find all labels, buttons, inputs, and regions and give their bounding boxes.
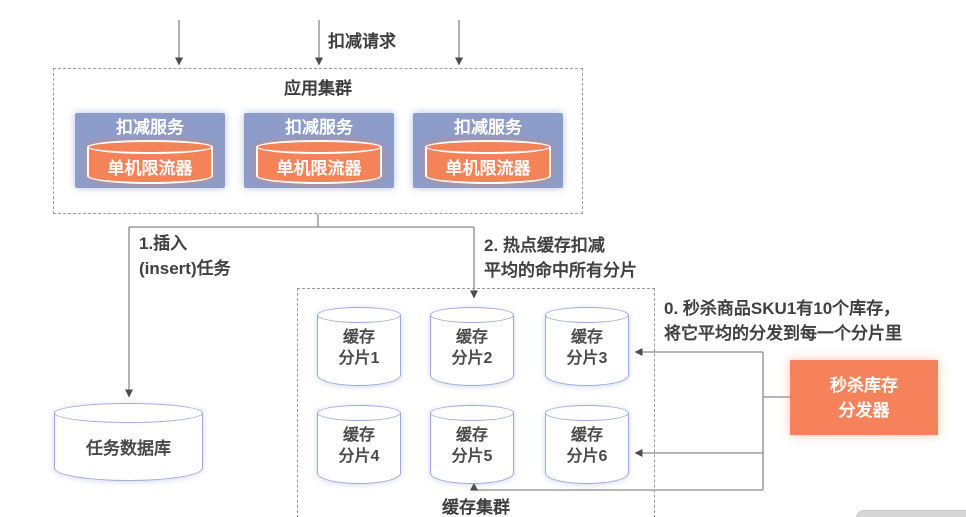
cache-shard-5: 缓存 分片5: [430, 405, 514, 484]
deduction-service-label: 扣减服务: [285, 118, 353, 137]
rate-limiter-label: 单机限流器: [445, 159, 531, 178]
cache-cluster-title: 缓存集群: [442, 498, 510, 517]
hot-cache-label: 2. 热点缓存扣减 平均的命中所有分片: [484, 236, 637, 280]
scrollbar-thumb[interactable]: [856, 510, 966, 517]
cylinder-body: [430, 315, 514, 386]
cylinder-body: [430, 413, 514, 484]
deduction-service-box-3: 扣减服务 单机限流器: [413, 113, 563, 188]
cylinder-body: [545, 315, 629, 386]
app-cluster-box: 应用集群: [53, 68, 583, 214]
cache-shard-label: 缓存 分片3: [566, 329, 608, 367]
cache-cluster-box: [297, 288, 655, 517]
app-cluster-title: 应用集群: [284, 79, 352, 98]
deduction-service-box-1: 扣减服务 单机限流器: [75, 113, 225, 188]
cylinder-body: [317, 413, 401, 484]
cylinder-top-ellipse: [545, 405, 629, 421]
cylinder-top-ellipse: [317, 405, 401, 421]
cache-shard-3: 缓存 分片3: [545, 307, 629, 386]
cylinder-top-ellipse: [87, 140, 213, 154]
cache-shard-label: 缓存 分片6: [566, 427, 608, 465]
cylinder-top-ellipse: [430, 307, 514, 323]
cylinder-body: [87, 147, 213, 184]
cylinder-body: [317, 315, 401, 386]
rate-limiter-label: 单机限流器: [107, 159, 193, 178]
rate-limiter-cylinder: 单机限流器: [87, 140, 213, 184]
cache-shard-label: 缓存 分片1: [338, 329, 380, 367]
cache-shard-label: 缓存 分片5: [451, 427, 493, 465]
cylinder-body: [54, 413, 203, 481]
cache-shard-6: 缓存 分片6: [545, 405, 629, 484]
cylinder-top-ellipse: [317, 307, 401, 323]
cache-shard-label: 缓存 分片4: [338, 427, 380, 465]
cache-shard-2: 缓存 分片2: [430, 307, 514, 386]
rate-limiter-label: 单机限流器: [276, 159, 362, 178]
request-label: 扣减请求: [328, 32, 396, 51]
deduction-service-box-2: 扣减服务 单机限流器: [244, 113, 394, 188]
cylinder-top-ellipse: [256, 140, 382, 154]
cylinder-top-ellipse: [425, 140, 551, 154]
deduction-service-label: 扣减服务: [116, 118, 184, 137]
cylinder-body: [545, 413, 629, 484]
inventory-distributor-label: 秒杀库存 分发器: [830, 375, 898, 420]
cache-shard-4: 缓存 分片4: [317, 405, 401, 484]
deduction-service-label: 扣减服务: [454, 118, 522, 137]
cylinder-top-ellipse: [54, 403, 203, 423]
rate-limiter-cylinder: 单机限流器: [256, 140, 382, 184]
distribute-note-label: 0. 秒杀商品SKU1有10个库存， 将它平均的分发到每一个分片里: [664, 299, 902, 343]
rate-limiter-cylinder: 单机限流器: [425, 140, 551, 184]
inventory-distributor-box: 秒杀库存 分发器: [790, 360, 938, 435]
task-database-label: 任务数据库: [86, 439, 171, 458]
cylinder-top-ellipse: [430, 405, 514, 421]
cache-shard-label: 缓存 分片2: [451, 329, 493, 367]
task-database-cylinder: 任务数据库: [54, 403, 203, 481]
cylinder-top-ellipse: [545, 307, 629, 323]
cache-shard-1: 缓存 分片1: [317, 307, 401, 386]
insert-task-label: 1.插入 (insert)任务: [139, 234, 231, 278]
